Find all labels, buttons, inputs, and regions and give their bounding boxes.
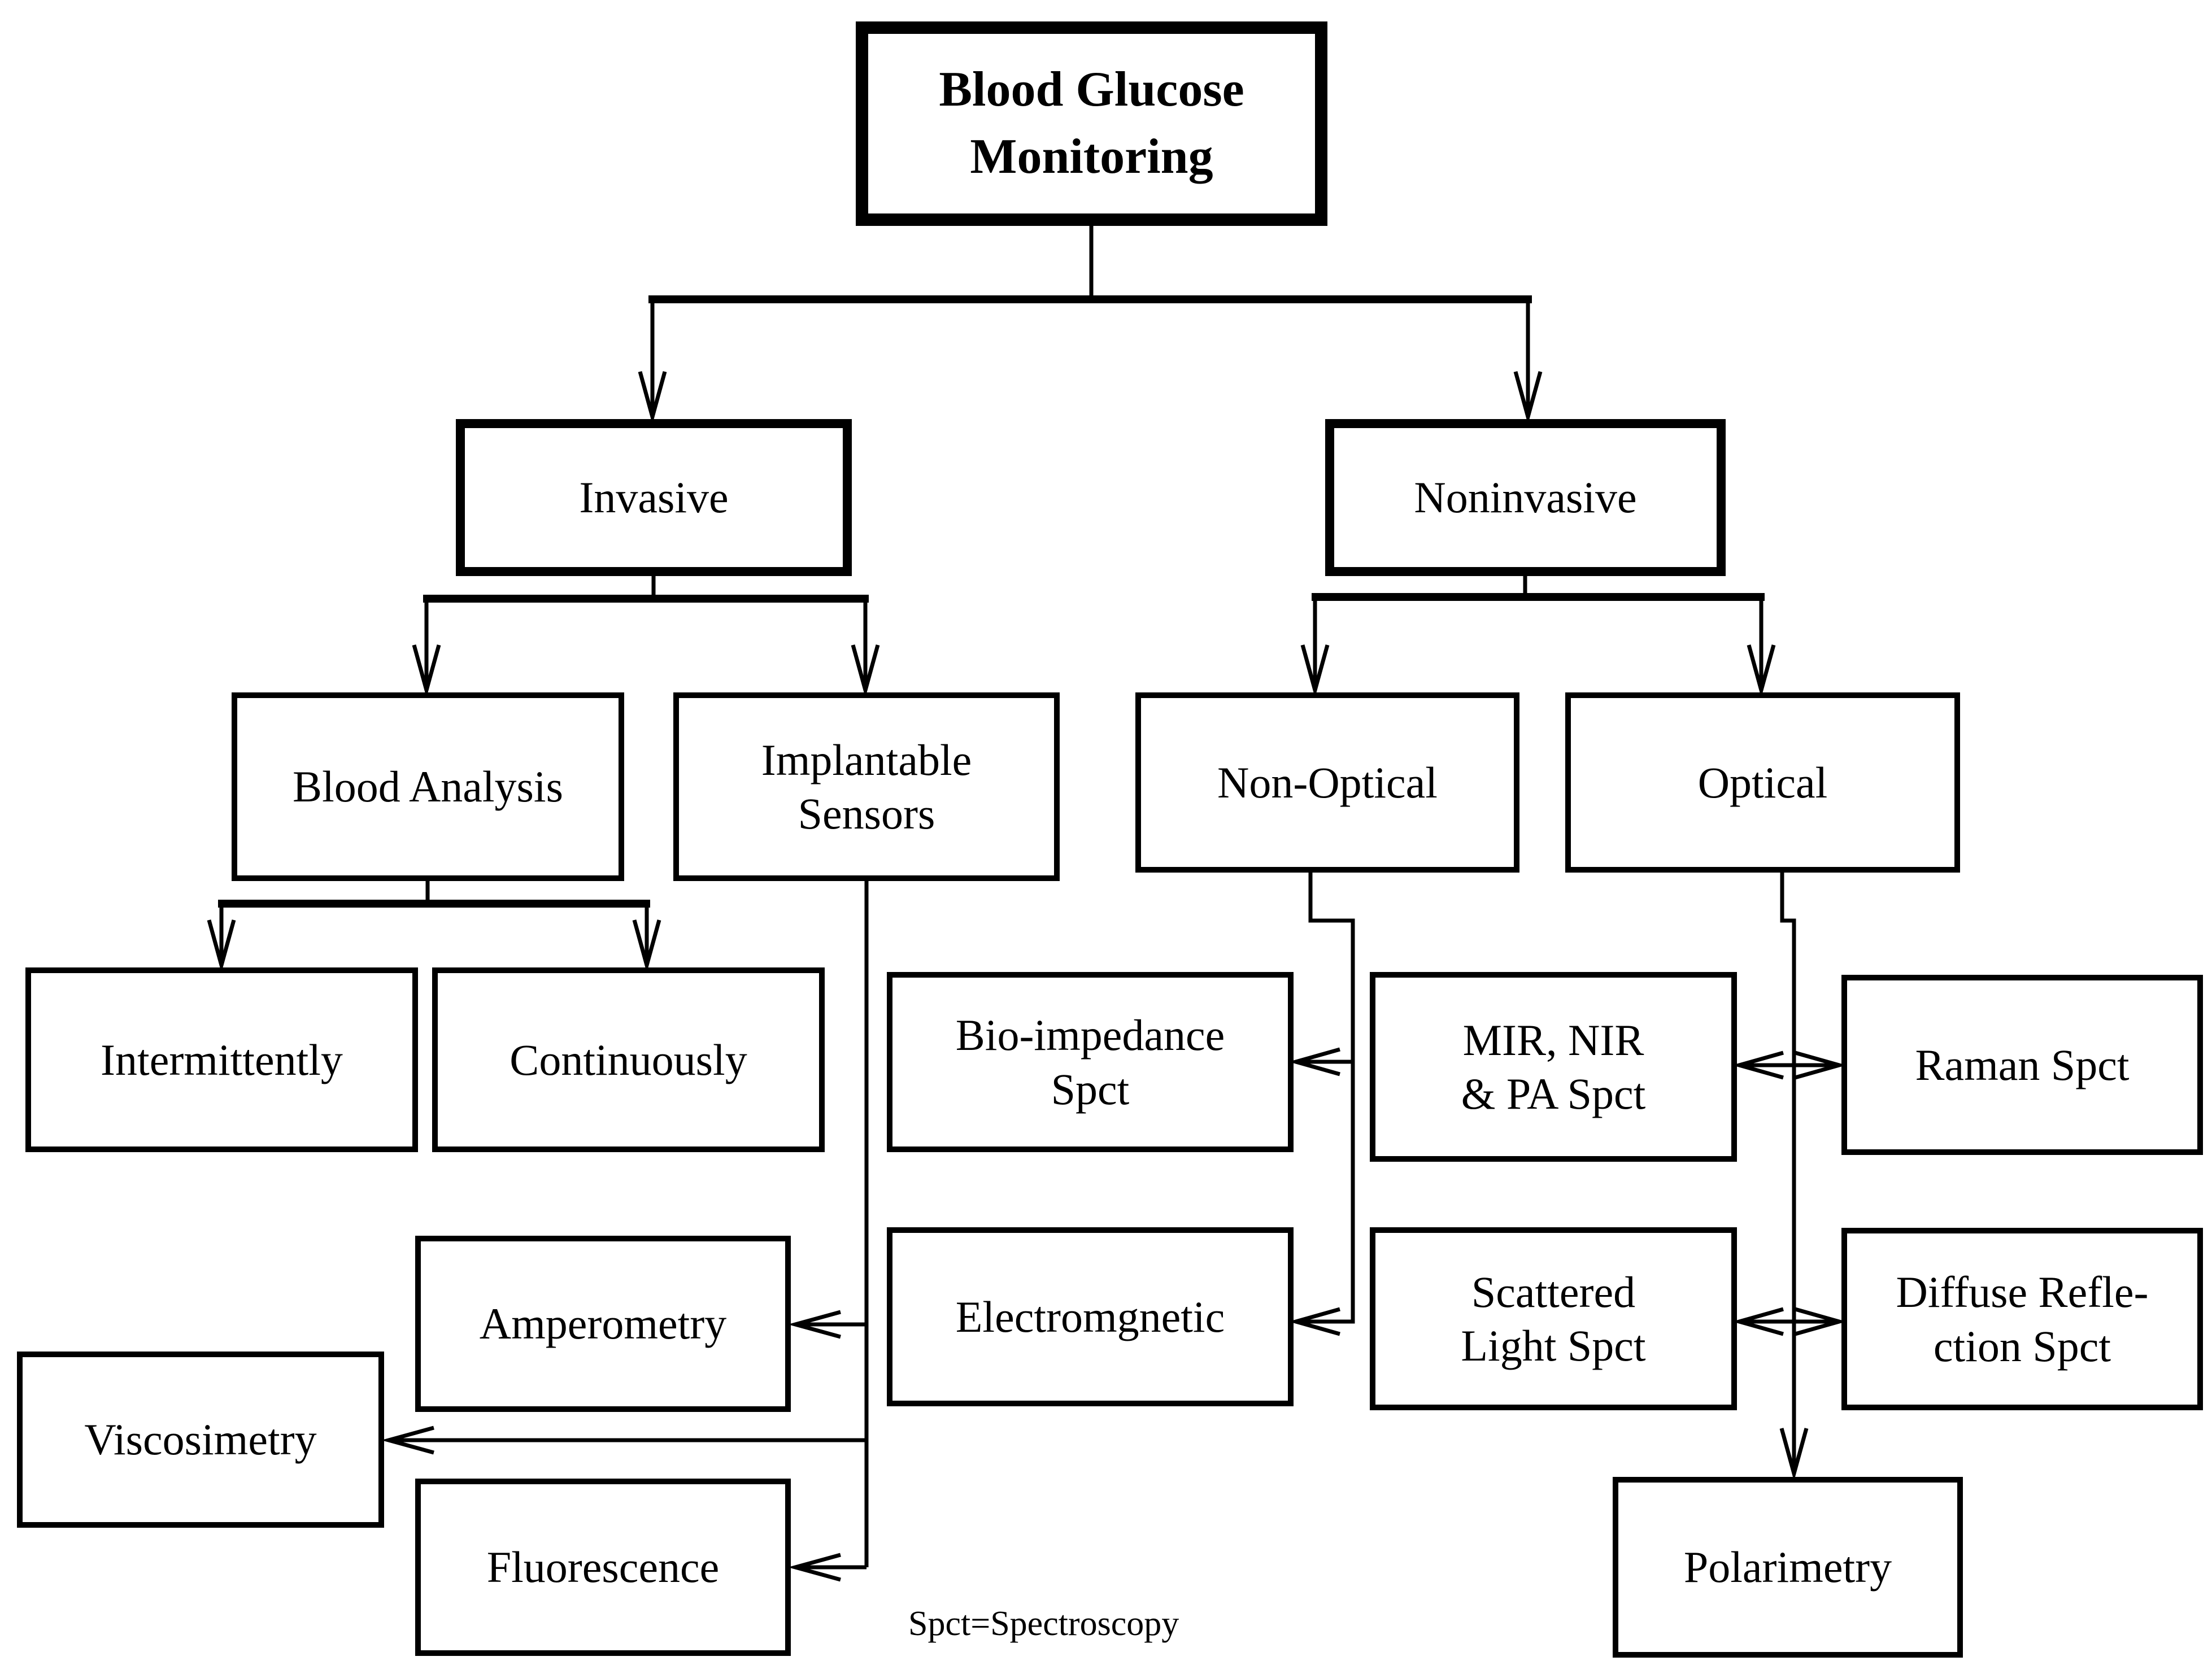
legend-note: Spct=Spectroscopy — [908, 1605, 1179, 1643]
edge-scattered-diffuse-double-arrow — [1732, 1307, 1847, 1336]
edge-bgm-split — [638, 226, 1543, 425]
node-label: Fluorescence — [486, 1542, 720, 1592]
node-scattered-light-spct: Scattered Light Spct — [1370, 1227, 1737, 1410]
node-implantable-sensors: Implantable Sensors — [673, 692, 1060, 881]
node-label: Non-Optical — [1217, 757, 1438, 807]
node-label: Implantable Sensors — [761, 735, 972, 838]
edge-mir-raman-double-arrow — [1732, 1050, 1847, 1080]
node-label: Scattered Light Spct — [1461, 1267, 1646, 1370]
node-label: Bio-impedance Spct — [955, 1010, 1225, 1114]
node-non-optical: Non-Optical — [1135, 692, 1519, 873]
node-label: Continuously — [510, 1035, 747, 1084]
edge-invasive-split — [412, 575, 880, 698]
node-label: Viscosimetry — [84, 1415, 317, 1464]
node-label: Diffuse Refle- ction Spct — [1896, 1267, 2149, 1371]
node-label: Optical — [1697, 757, 1828, 807]
node-label: Raman Spct — [1915, 1040, 2130, 1089]
node-label: Invasive — [579, 473, 729, 522]
node-noninvasive: Noninvasive — [1325, 419, 1726, 576]
edge-optical-descender — [1779, 871, 1809, 1481]
node-optical: Optical — [1565, 692, 1960, 873]
node-label: Blood Analysis — [293, 762, 563, 812]
node-viscosimetry: Viscosimetry — [17, 1352, 384, 1528]
node-label: Amperometry — [479, 1299, 727, 1349]
edge-implantable-branches — [381, 880, 869, 1582]
edge-non-optical-branches — [1288, 871, 1355, 1336]
node-fluorescence: Fluorescence — [415, 1479, 791, 1656]
node-label: Noninvasive — [1414, 473, 1637, 522]
node-label: Intermittently — [101, 1035, 343, 1084]
node-intermittently: Intermittently — [25, 967, 418, 1152]
node-blood-glucose-monitoring: Blood Glucose Monitoring — [856, 21, 1327, 226]
node-bio-impedance-spct: Bio-impedance Spct — [887, 972, 1294, 1152]
node-label: Electromgnetic — [955, 1292, 1225, 1341]
edge-noninvasive-split — [1300, 575, 1776, 698]
node-label: Polarimetry — [1683, 1542, 1892, 1592]
node-label: MIR, NIR & PA Spct — [1461, 1015, 1646, 1118]
edge-blood-analysis-split — [207, 880, 661, 973]
node-mir-nir-pa-spct: MIR, NIR & PA Spct — [1370, 972, 1737, 1162]
node-electromgnetic: Electromgnetic — [887, 1227, 1294, 1406]
node-invasive: Invasive — [456, 419, 852, 576]
node-polarimetry: Polarimetry — [1613, 1477, 1963, 1658]
node-raman-spct: Raman Spct — [1841, 975, 2203, 1155]
node-amperometry: Amperometry — [415, 1236, 791, 1412]
node-diffuse-reflection-spct: Diffuse Refle- ction Spct — [1841, 1228, 2203, 1410]
node-continuously: Continuously — [432, 967, 825, 1152]
node-label: Blood Glucose Monitoring — [939, 62, 1244, 184]
node-blood-analysis: Blood Analysis — [232, 692, 624, 881]
